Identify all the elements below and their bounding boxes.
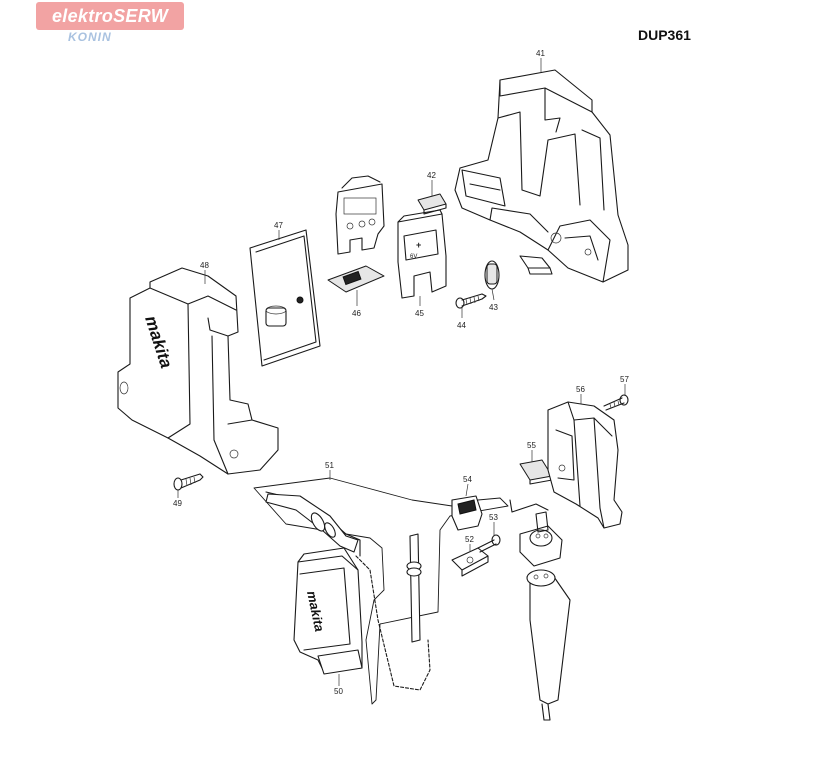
part-46-connector[interactable] [327, 175, 385, 293]
label-43: 43 [489, 303, 498, 312]
part-49-screw[interactable] [173, 473, 204, 491]
part-47-cover[interactable] [249, 229, 321, 367]
part-54-switch[interactable] [451, 495, 483, 531]
label-57: 57 [620, 375, 629, 384]
svg-text:6V: 6V [410, 254, 417, 260]
label-51: 51 [325, 461, 334, 470]
label-50: 50 [334, 687, 343, 696]
svg-text:+: + [416, 240, 421, 250]
label-47: 47 [274, 221, 283, 230]
label-44: 44 [457, 321, 466, 330]
brand-logo: elektroSERW [36, 2, 184, 30]
part-57-screw[interactable] [603, 394, 629, 411]
label-46: 46 [352, 309, 361, 318]
part-41-housing[interactable] [454, 69, 629, 283]
part-53-screw[interactable] [477, 534, 501, 553]
label-53: 53 [489, 513, 498, 522]
label-54: 54 [463, 475, 472, 484]
label-49: 49 [173, 499, 182, 508]
label-56: 56 [576, 385, 585, 394]
part-50-battery-pack[interactable]: makita [293, 547, 363, 675]
label-48: 48 [200, 261, 209, 270]
part-56-end-housing[interactable] [547, 401, 623, 529]
part-44-screw[interactable] [455, 293, 487, 309]
part-labels: 41 42 43 44 45 46 47 48 49 50 51 52 53 5… [173, 49, 629, 696]
part-43-clip[interactable] [484, 255, 553, 290]
part-48-housing[interactable]: makita [117, 267, 279, 475]
part-45-terminal-block[interactable]: + 6V [397, 209, 447, 299]
socket-and-cable[interactable] [519, 511, 571, 721]
label-45: 45 [415, 309, 424, 318]
brand-city: KONIN [68, 30, 112, 44]
part-52-grommet[interactable] [451, 547, 489, 577]
label-55: 55 [527, 441, 536, 450]
label-42: 42 [427, 171, 436, 180]
label-41: 41 [536, 49, 545, 58]
part-55-plate[interactable] [519, 459, 553, 485]
label-52: 52 [465, 535, 474, 544]
model-number: DUP361 [638, 27, 691, 43]
leader-lines [177, 58, 626, 686]
